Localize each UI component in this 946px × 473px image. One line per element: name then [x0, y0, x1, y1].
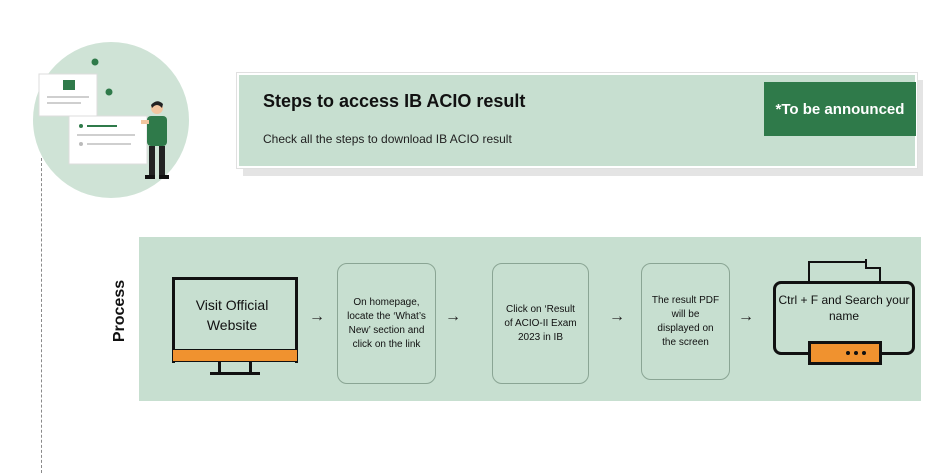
monitor-icon: Visit Official Website: [172, 277, 298, 377]
printer-tray: [808, 341, 882, 365]
monitor-stand: [218, 362, 252, 373]
step-search-name: Ctrl + F and Search your name: [778, 293, 910, 323]
printer-slot: [811, 344, 879, 362]
monitor-screen: [172, 277, 298, 363]
printer-paper-fold: [865, 259, 881, 269]
printer-paper: [808, 261, 881, 283]
monitor-base: [210, 372, 260, 375]
announcement-badge: *To be announced: [764, 82, 916, 136]
step-box-2: Click on ‘Result of ACIO-II Exam 2023 in…: [492, 263, 589, 384]
arrow-right-icon: →: [309, 308, 325, 325]
person-with-documents-illustration: [33, 42, 189, 198]
arrow-right-icon: →: [445, 308, 461, 325]
timeline-dashed-line: [41, 158, 42, 473]
header-title: Steps to access IB ACIO result: [263, 91, 526, 111]
printer-dots: [811, 344, 879, 362]
process-panel: Visit Official Website → On homepage, lo…: [139, 237, 921, 401]
header-subtitle: Check all the steps to download IB ACIO …: [263, 132, 512, 146]
arrow-right-icon: →: [609, 308, 625, 325]
arrow-right-icon: →: [738, 308, 754, 325]
monitor-orange-bar: [172, 349, 298, 362]
process-label: Process: [111, 279, 128, 343]
step-visit-website: Visit Official Website: [195, 297, 269, 333]
step-box-3: The result PDF will be displayed on the …: [641, 263, 730, 380]
illustration-graphic: [38, 58, 169, 179]
step-box-1: On homepage, locate the ‘What’s New’ sec…: [337, 263, 436, 384]
printer-icon: Ctrl + F and Search your name: [773, 259, 915, 365]
